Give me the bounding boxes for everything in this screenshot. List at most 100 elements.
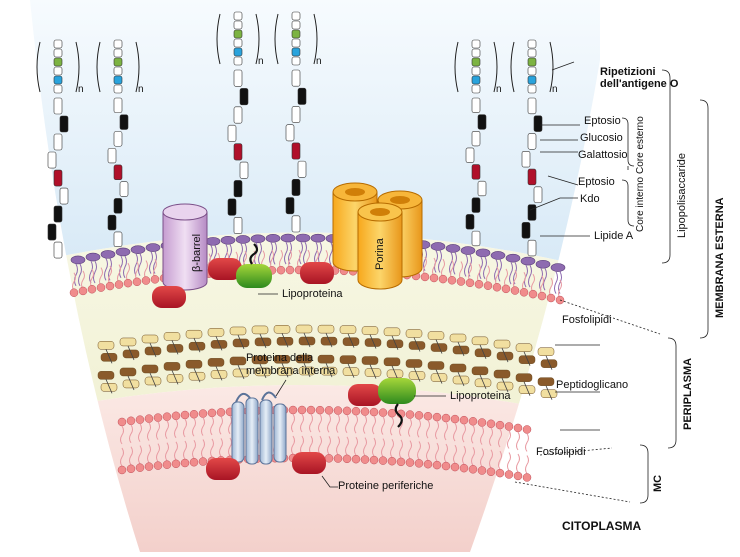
sugar — [107, 147, 117, 164]
phospholipid-tail — [210, 438, 214, 458]
phospholipid-head — [432, 460, 442, 470]
peptidoglycan-unit — [295, 324, 313, 334]
phospholipid-tail — [489, 449, 493, 469]
crosslink — [479, 344, 487, 359]
phospholipid-head — [474, 279, 484, 289]
label-lipoprotein-outer: Lipoproteina — [282, 288, 343, 300]
label-mc: MC — [652, 474, 664, 492]
phospholipid-head — [414, 459, 424, 468]
label-inner-core: Core interno — [635, 176, 646, 232]
repeat-n-label: n — [496, 84, 502, 95]
phospholipid-head — [510, 286, 520, 295]
sugar — [53, 57, 63, 67]
crosslink — [303, 362, 311, 378]
phospholipid-tail — [507, 430, 511, 449]
crosslink — [237, 334, 245, 350]
crosslink — [523, 381, 531, 396]
phospholipid-tail — [318, 413, 322, 433]
phospholipid-head — [420, 272, 430, 282]
phospholipid-tail — [435, 420, 439, 440]
sugar — [291, 215, 301, 233]
lps-chain: n — [36, 39, 84, 259]
sugar — [113, 164, 123, 181]
phospholipid-head — [333, 454, 343, 463]
sugar — [477, 114, 487, 130]
inner-membrane-protein — [231, 391, 287, 465]
sugar — [119, 114, 129, 130]
phospholipid-tail — [423, 256, 427, 276]
peptidoglycan-unit — [449, 333, 467, 343]
crosslink — [171, 370, 179, 385]
peptidoglycan-unit — [515, 343, 533, 352]
lipid-a-head — [85, 252, 101, 262]
phospholipid-tail — [417, 441, 421, 460]
phospholipid-tail — [408, 418, 412, 437]
phospholipid-tail — [441, 258, 445, 278]
crosslink — [149, 342, 157, 358]
phospholipid-tail — [489, 427, 493, 447]
phospholipid-tail — [207, 253, 211, 272]
crosslink — [347, 333, 355, 348]
phospholipid-head — [522, 425, 532, 434]
phospholipid-tail — [219, 416, 223, 435]
lps-chain: n — [216, 11, 264, 235]
lipid-a-head — [460, 246, 476, 255]
phospholipid-tail — [192, 417, 196, 437]
phospholipid-tail — [354, 436, 358, 456]
phospholipid-head — [477, 466, 487, 475]
phospholipid-tail — [363, 437, 367, 456]
peptidoglycan-unit — [449, 363, 467, 373]
phospholipid-tail — [486, 265, 490, 285]
phospholipid-tail — [144, 260, 148, 279]
crosslink — [523, 351, 531, 366]
phospholipid-head — [495, 468, 505, 478]
label-heptose-inner: Eptosio — [578, 176, 615, 188]
label-beta-barrel: β-barrel — [191, 233, 203, 272]
phospholipid-tail — [507, 452, 511, 471]
lipid-a-tail — [138, 253, 142, 276]
phospholipid-tail — [165, 442, 169, 461]
phospholipid-head — [468, 417, 478, 426]
phospholipid-head — [450, 414, 460, 424]
lipid-a-tail — [269, 242, 273, 265]
peptidoglycan-unit — [537, 377, 555, 386]
sugar — [113, 97, 123, 114]
lipid-a-head — [520, 256, 536, 266]
sugar — [471, 48, 481, 58]
sugar — [527, 97, 537, 115]
sugar — [53, 39, 63, 49]
lipid-a-tail — [303, 241, 307, 265]
sugar — [59, 115, 69, 133]
sugar — [107, 214, 117, 231]
crosslink — [457, 341, 465, 357]
lipid-a-head — [250, 234, 266, 244]
sugar — [471, 57, 481, 67]
lipid-a-tail — [119, 255, 123, 279]
phospholipid-tail — [129, 446, 133, 466]
phospholipid-tail — [147, 422, 151, 441]
phospholipid-tail — [228, 437, 232, 457]
phospholipid-head — [216, 408, 226, 417]
sugar — [291, 69, 301, 87]
peptidoglycan-unit — [537, 347, 555, 356]
label-outer-core: Core esterno — [635, 116, 646, 174]
phospholipid-head — [180, 410, 190, 420]
phospholipid-tail — [432, 257, 436, 277]
sugar — [527, 48, 537, 58]
phospholipid-head — [504, 470, 514, 479]
lipid-a-head — [445, 244, 461, 253]
phospholipid-head — [189, 457, 199, 467]
label-lipopolysaccharide: Lipopolisaccaride — [676, 153, 688, 238]
crosslink — [281, 333, 289, 348]
sugar — [233, 11, 243, 21]
peptidoglycan-unit — [383, 357, 401, 367]
phospholipid-head — [342, 454, 352, 464]
lipid-a-tail — [543, 268, 547, 291]
phospholipid-head — [513, 423, 523, 433]
phospholipid-tail — [165, 420, 169, 439]
phospholipid-head — [459, 463, 469, 473]
phospholipid-head — [285, 265, 295, 275]
phospholipid-head — [153, 461, 163, 470]
sugar — [471, 66, 481, 76]
